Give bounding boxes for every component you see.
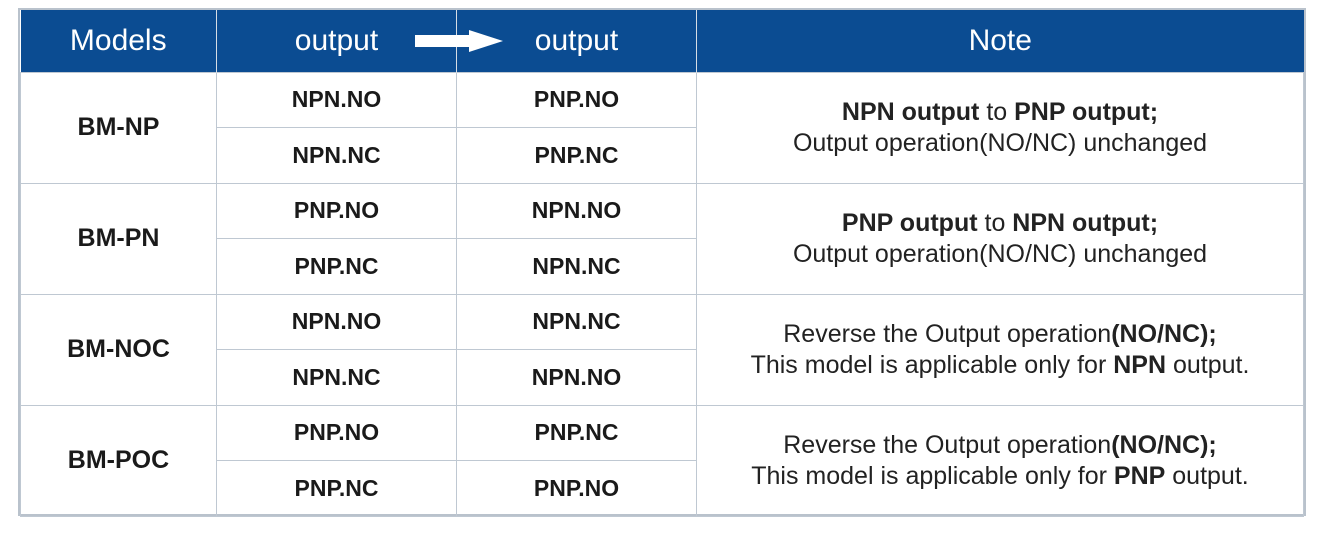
model-cell: BM-NP <box>20 71 217 184</box>
note-line-2: Output operation(NO/NC) unchanged <box>697 239 1303 270</box>
model-cell: BM-PN <box>20 182 217 295</box>
output-to-cell: NPN.NO <box>456 182 697 239</box>
note-text-1: Reverse the Output operation <box>783 430 1112 459</box>
table-header-row: Models output output Note <box>20 10 1304 72</box>
note-bold-2: (NO/NC); <box>1111 319 1217 348</box>
output-to-cell: PNP.NO <box>456 71 697 128</box>
note-bold-1: PNP output <box>841 208 978 237</box>
output-to-cell: NPN.NC <box>456 238 697 295</box>
note-bold-3: ; <box>1149 97 1159 126</box>
note-text-2a: Output operation(NO/NC) unchanged <box>792 128 1208 157</box>
header-output-to: output <box>415 10 697 72</box>
output-from-cell: NPN.NO <box>216 293 457 350</box>
output-from-cell: PNP.NO <box>216 182 457 239</box>
output-to-cell: PNP.NC <box>456 404 697 461</box>
note-text-1: to <box>979 97 1015 126</box>
note-line-2: This model is applicable only for PNP ou… <box>697 461 1303 492</box>
note-bold-4: PNP <box>1113 461 1166 490</box>
note-bold-4: NPN <box>1113 350 1167 379</box>
note-cell: Reverse the Output operation(NO/NC);This… <box>696 293 1304 406</box>
model-cell: BM-POC <box>20 404 217 517</box>
note-text-1: to <box>977 208 1013 237</box>
output-to-cell: PNP.NC <box>456 127 697 184</box>
note-bold-2: NPN output <box>1012 208 1150 237</box>
right-arrow-icon <box>415 29 503 52</box>
output-from-cell: NPN.NC <box>216 127 457 184</box>
output-to-cell: NPN.NC <box>456 293 697 350</box>
note-cell: PNP output to NPN output;Output operatio… <box>696 182 1304 295</box>
output-from-cell: NPN.NC <box>216 349 457 406</box>
output-from-cell: PNP.NC <box>216 460 457 517</box>
header-models: Models <box>20 10 217 72</box>
note-line-2: This model is applicable only for NPN ou… <box>697 350 1303 381</box>
note-text-2a: This model is applicable only for <box>750 350 1114 379</box>
note-text-1: Reverse the Output operation <box>783 319 1112 348</box>
note-bold-1: NPN output <box>841 97 980 126</box>
note-line-1: PNP output to NPN output; <box>697 208 1303 239</box>
note-bold-3: ; <box>1149 208 1159 237</box>
header-output-from-label: output <box>294 23 379 57</box>
header-output-to-label: output <box>534 23 619 57</box>
note-line-2: Output operation(NO/NC) unchanged <box>697 128 1303 159</box>
note-text-2a: Output operation(NO/NC) unchanged <box>792 239 1208 268</box>
note-bold-2: (NO/NC); <box>1111 430 1217 459</box>
note-text-2a: This model is applicable only for <box>751 461 1114 490</box>
note-text-2b: output. <box>1165 461 1249 490</box>
header-note: Note <box>696 10 1304 72</box>
note-cell: Reverse the Output operation(NO/NC);This… <box>696 404 1304 517</box>
output-from-cell: NPN.NO <box>216 71 457 128</box>
output-to-cell: NPN.NO <box>456 349 697 406</box>
model-cell: BM-NOC <box>20 293 217 406</box>
note-bold-2: PNP output <box>1014 97 1150 126</box>
note-text-2b: output. <box>1166 350 1250 379</box>
output-from-cell: PNP.NO <box>216 404 457 461</box>
note-line-1: Reverse the Output operation(NO/NC); <box>697 430 1303 461</box>
note-cell: NPN output to PNP output;Output operatio… <box>696 71 1304 184</box>
output-to-cell: PNP.NO <box>456 460 697 517</box>
note-line-1: Reverse the Output operation(NO/NC); <box>697 319 1303 350</box>
note-line-1: NPN output to PNP output; <box>697 97 1303 128</box>
output-from-cell: PNP.NC <box>216 238 457 295</box>
